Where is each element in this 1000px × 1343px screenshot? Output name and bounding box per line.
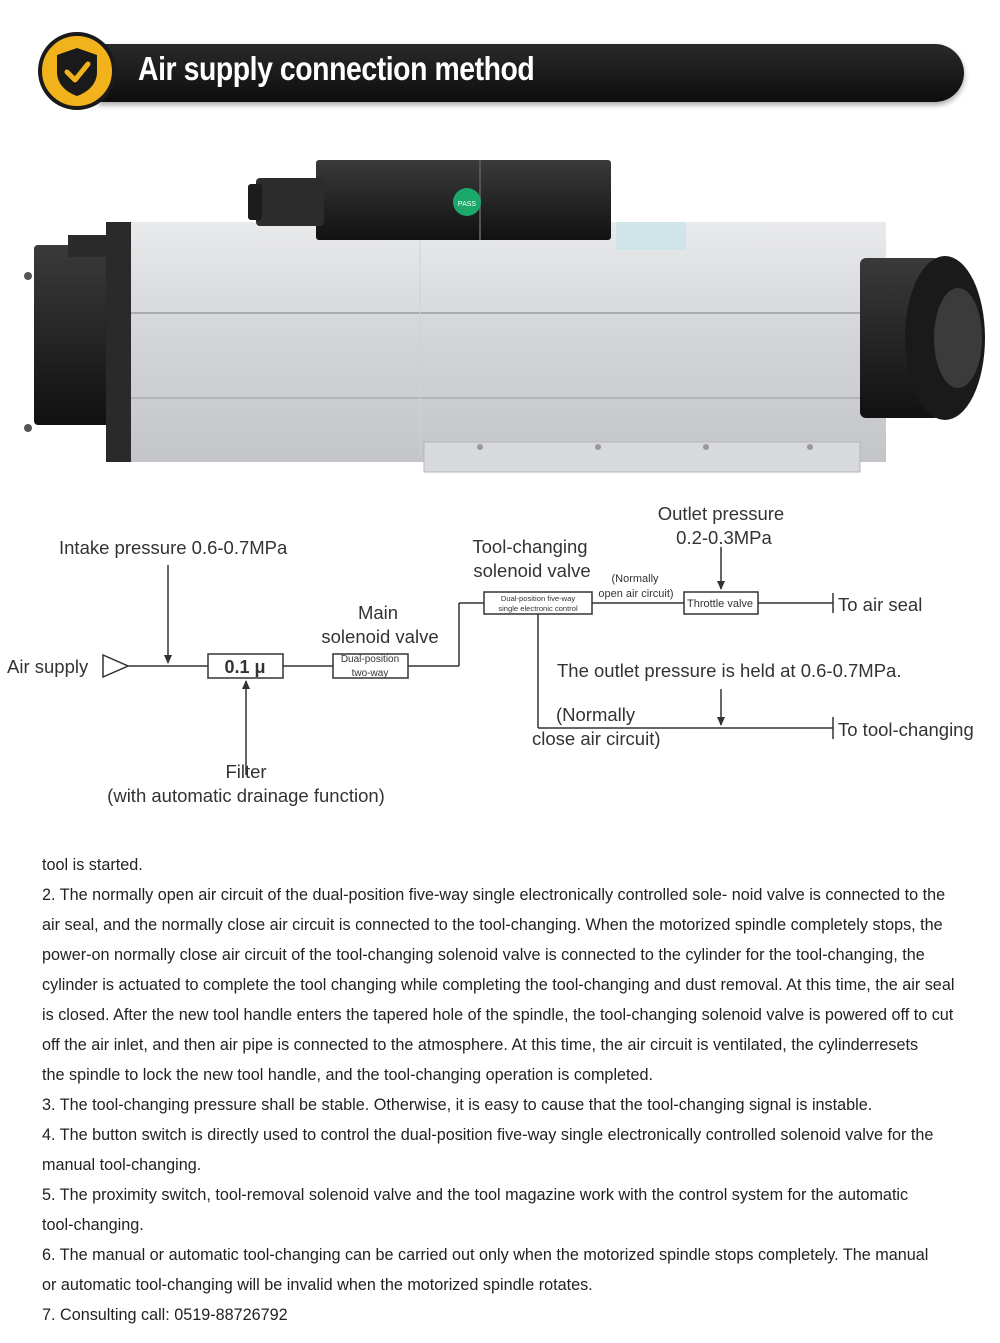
normally-close-label-2: close air circuit) (532, 728, 661, 749)
text-line: tool is started. (42, 856, 143, 874)
tool-valve-type-2: single electronic control (498, 604, 578, 613)
text-line: tool-changing. (42, 1216, 144, 1234)
air-circuit-diagram: Intake pressure 0.6-0.7MPa Air supply 0.… (7, 503, 974, 806)
normally-close-label: (Normally (556, 704, 636, 725)
main-valve-type-2: two-way (352, 668, 389, 679)
held-pressure-label: The outlet pressure is held at 0.6-0.7MP… (557, 660, 902, 681)
pass-label-text: PASS (458, 201, 476, 208)
normally-open-label-2: open air circuit) (598, 588, 673, 600)
text-line: power-on normally close air circuit of t… (42, 946, 925, 964)
text-line: the spindle to lock the new tool handle,… (42, 1066, 654, 1084)
main-valve-label-2: solenoid valve (321, 626, 438, 647)
text-line: 6. The manual or automatic tool-changing… (42, 1246, 929, 1264)
normally-open-label: (Normally (611, 573, 659, 585)
text-line: air seal, and the normally close air cir… (42, 916, 943, 934)
air-supply-symbol (102, 653, 130, 679)
text-line: 4. The button switch is directly used to… (42, 1126, 934, 1144)
text-line: is closed. After the new tool handle ent… (42, 1006, 954, 1024)
page-title: Air supply connection method (138, 50, 535, 87)
filter-value: 0.1 μ (224, 657, 265, 677)
outlet-pressure-value: 0.2-0.3MPa (676, 527, 772, 548)
throttle-valve-label: Throttle valve (687, 598, 753, 610)
text-line: manual tool-changing. (42, 1156, 202, 1174)
text-line: off the air inlet, and then air pipe is … (42, 1036, 919, 1054)
to-air-seal-label: To air seal (838, 594, 922, 615)
main-valve-type: Dual-position (341, 654, 399, 665)
text-line: cylinder is actuated to complete the too… (42, 976, 955, 994)
cable-gland (256, 178, 324, 226)
intake-pressure-label: Intake pressure 0.6-0.7MPa (59, 537, 288, 558)
text-line: or automatic tool-changing will be inval… (42, 1276, 593, 1294)
spindle-body (106, 222, 886, 462)
air-supply-label: Air supply (7, 656, 89, 677)
to-tool-changing-label: To tool-changing (838, 719, 974, 740)
spindle-photo: PASS (24, 160, 985, 473)
tool-valve-label-2: solenoid valve (473, 560, 590, 581)
tool-valve-label: Tool-changing (472, 536, 587, 557)
text-line: 3. The tool-changing pressure shall be s… (42, 1096, 873, 1114)
main-valve-label: Main (358, 602, 398, 623)
instructions-text: tool is started. 2. The normally open ai… (42, 850, 962, 1330)
text-line: 2. The normally open air circuit of the … (42, 886, 946, 904)
filter-label: Filter (225, 761, 266, 782)
mount-plate (423, 441, 861, 473)
text-line: 5. The proximity switch, tool-removal so… (42, 1186, 909, 1204)
filter-function-label: (with automatic drainage function) (107, 785, 385, 806)
outlet-pressure-label: Outlet pressure (658, 503, 784, 524)
pass-label (453, 188, 481, 216)
rear-cap (34, 245, 114, 425)
tool-valve-type: Dual-position five-way (501, 594, 575, 603)
title-banner: Air supply connection method (98, 44, 964, 102)
shield-check-icon (38, 32, 116, 110)
consulting-call: 7. Consulting call: 0519-88726792 (42, 1306, 288, 1324)
